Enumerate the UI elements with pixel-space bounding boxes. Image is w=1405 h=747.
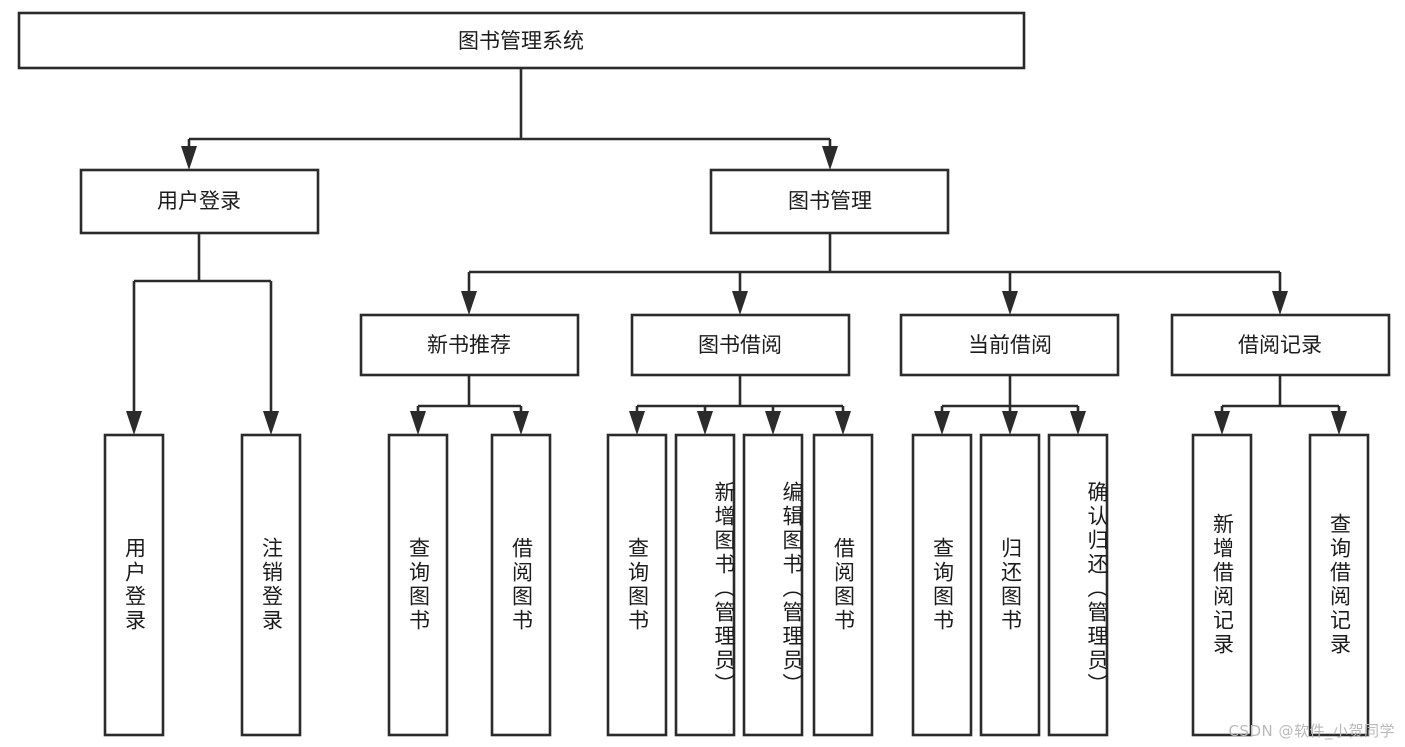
node-user-login-rect[interactable] (79, 168, 320, 235)
node-leaf-query-book-3-rect[interactable] (911, 433, 973, 737)
node-new-book-rec[interactable]: 新书推荐 (359, 313, 580, 377)
node-leaf-query-book-3[interactable] (911, 433, 973, 737)
node-current-borrow-label: 当前借阅 (968, 333, 1052, 357)
arrow-head-leaf-return-book (1002, 411, 1018, 435)
arrow-head-user-login (181, 146, 197, 170)
node-leaf-borrow-book-2[interactable] (812, 433, 874, 737)
arrow-head-leaf-logout (263, 411, 279, 435)
arrow-head-new-book-rec (461, 291, 477, 315)
connector-group-book-borrow (629, 375, 851, 435)
arrow-head-leaf-confirm-return (1070, 411, 1086, 435)
connector-group-user-login (126, 233, 279, 435)
arrow-head-leaf-query-book-2 (629, 411, 645, 435)
arrow-head-leaf-query-book-1 (410, 411, 426, 435)
arrow-head-current-borrow (1002, 291, 1018, 315)
node-book-borrow[interactable]: 图书借阅 (630, 313, 851, 377)
node-leaf-edit-book-rect[interactable] (742, 433, 804, 737)
node-leaf-borrow-book-1[interactable] (490, 433, 552, 737)
arrow-head-leaf-query-book-3 (934, 411, 950, 435)
connector-group-new-book-rec (410, 375, 529, 435)
node-leaf-borrow-book-2-rect[interactable] (812, 433, 874, 737)
arrow-head-leaf-borrow-book-2 (835, 411, 851, 435)
node-new-book-rec-label: 新书推荐 (427, 333, 511, 357)
node-leaf-logout-rect[interactable] (240, 433, 302, 737)
arrow-head-leaf-query-record (1331, 411, 1347, 435)
node-leaf-query-book-2[interactable] (606, 433, 668, 737)
node-root[interactable]: 图书管理系统 (17, 11, 1026, 70)
arrow-head-borrow-record (1272, 291, 1288, 315)
node-book-borrow-label: 图书借阅 (698, 333, 782, 357)
node-book-manage-rect[interactable] (709, 168, 950, 235)
node-leaf-return-book-rect[interactable] (979, 433, 1041, 737)
arrow-head-leaf-user-login (126, 411, 142, 435)
node-leaf-confirm-return-rect[interactable] (1047, 433, 1109, 737)
node-root-rect[interactable] (17, 11, 1026, 70)
node-user-login-label: 用户登录 (157, 189, 241, 213)
node-current-borrow-rect[interactable] (899, 313, 1120, 377)
node-leaf-add-record[interactable] (1191, 433, 1253, 737)
node-user-login[interactable]: 用户登录 (79, 168, 320, 235)
arrow-head-leaf-borrow-book-1 (513, 411, 529, 435)
node-new-book-rec-rect[interactable] (359, 313, 580, 377)
node-leaf-confirm-return[interactable] (1047, 433, 1109, 737)
node-leaf-query-record[interactable] (1308, 433, 1370, 737)
node-leaf-add-record-rect[interactable] (1191, 433, 1253, 737)
node-leaf-query-book-1[interactable] (387, 433, 449, 737)
node-leaf-logout[interactable] (240, 433, 302, 737)
arrow-head-leaf-add-record (1214, 411, 1230, 435)
node-book-manage[interactable]: 图书管理 (709, 168, 950, 235)
node-leaf-add-book-rect[interactable] (674, 433, 736, 737)
node-leaf-user-login-rect[interactable] (103, 433, 165, 737)
node-book-borrow-rect[interactable] (630, 313, 851, 377)
node-root-label: 图书管理系统 (458, 29, 584, 53)
node-leaf-query-book-1-rect[interactable] (387, 433, 449, 737)
node-leaf-user-login[interactable] (103, 433, 165, 737)
node-borrow-record-label: 借阅记录 (1238, 333, 1322, 357)
node-borrow-record[interactable]: 借阅记录 (1170, 313, 1391, 377)
connector-group-current-borrow (934, 375, 1086, 435)
arrow-head-book-manage (822, 146, 838, 170)
csdn-watermark: CSDN @软件_小贺同学 (1228, 722, 1395, 740)
connector-group-book-manage (461, 233, 1288, 315)
node-leaf-borrow-book-1-rect[interactable] (490, 433, 552, 737)
arrow-head-leaf-add-book (697, 411, 713, 435)
node-leaf-query-record-rect[interactable] (1308, 433, 1370, 737)
node-leaf-edit-book[interactable] (742, 433, 804, 737)
arrow-head-leaf-edit-book (765, 411, 781, 435)
connector-group-borrow-record (1214, 375, 1347, 435)
node-leaf-return-book[interactable] (979, 433, 1041, 737)
node-leaf-add-book[interactable] (674, 433, 736, 737)
arrow-head-book-borrow (732, 291, 748, 315)
node-borrow-record-rect[interactable] (1170, 313, 1391, 377)
connector-group-root (181, 68, 838, 170)
node-current-borrow[interactable]: 当前借阅 (899, 313, 1120, 377)
node-book-manage-label: 图书管理 (788, 189, 872, 213)
node-leaf-query-book-2-rect[interactable] (606, 433, 668, 737)
